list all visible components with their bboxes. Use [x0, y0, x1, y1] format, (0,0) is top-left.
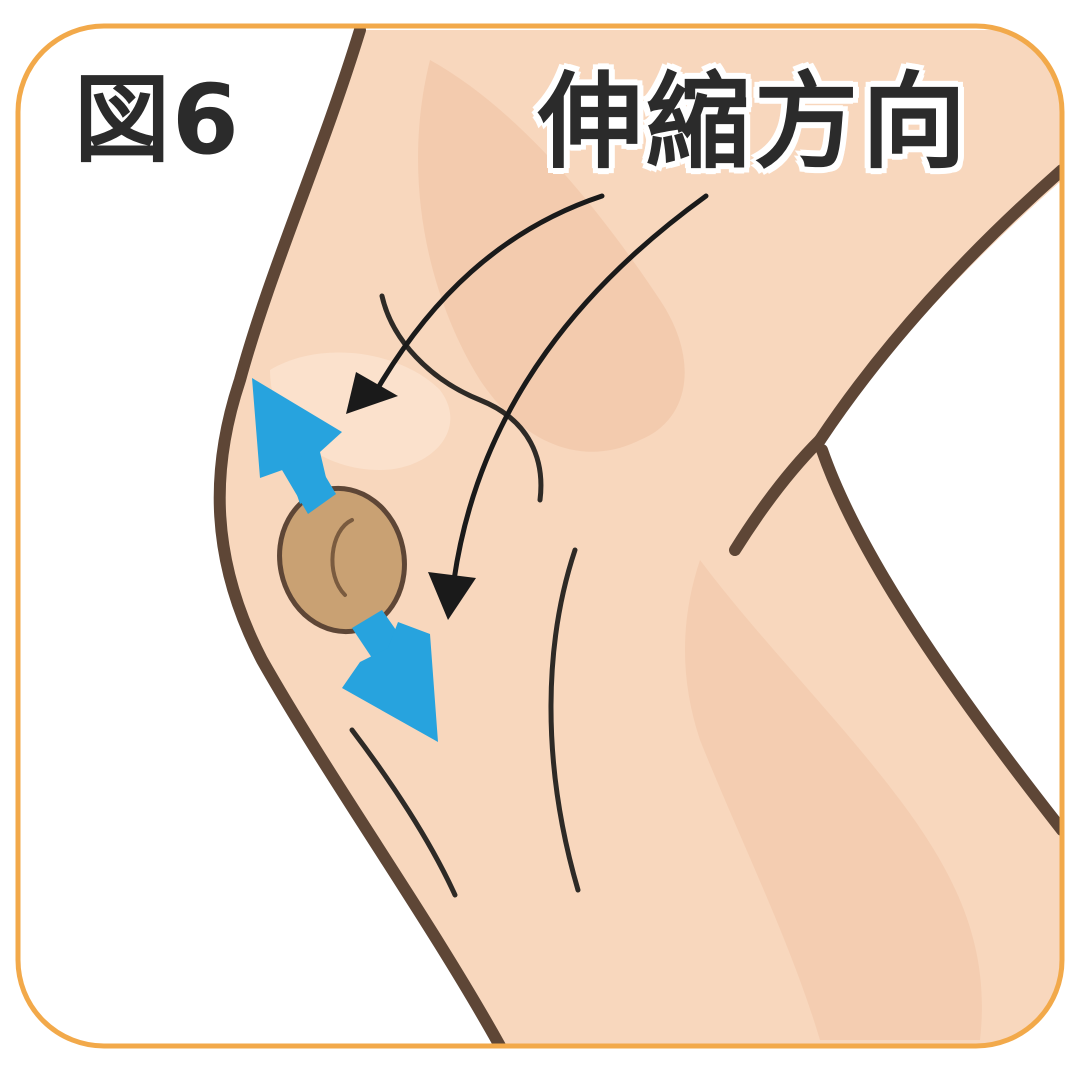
stretch-arrow-top-shaft [282, 450, 336, 514]
anatomy-line-3 [349, 727, 458, 898]
leg-outline-back-calf [816, 444, 1062, 836]
figure-label: 図6 [74, 64, 241, 176]
stretch-arrow-bottom-head [342, 622, 438, 742]
stretch-arrow-icon [252, 378, 438, 742]
leg-outline-front [213, 26, 506, 1046]
pointer-arrow-2-head [428, 572, 476, 620]
anatomy-line-1 [379, 293, 544, 503]
knee-crease [729, 434, 826, 556]
kneecap-highlight [330, 518, 354, 597]
skin-shade-shin [685, 560, 982, 1040]
skin-shade-thigh [418, 60, 685, 452]
pointer-arrows [346, 193, 709, 620]
leg-outline-back-thigh [814, 164, 1062, 446]
anatomy-line-2 [548, 547, 581, 893]
stretch-direction-caption: 伸縮方向 [538, 61, 971, 183]
frame-border [15, 23, 1065, 1049]
pointer-arrow-1-head [346, 372, 398, 414]
pointer-arrow-1-line [375, 193, 605, 391]
pointer-arrow-2-line [451, 193, 709, 583]
